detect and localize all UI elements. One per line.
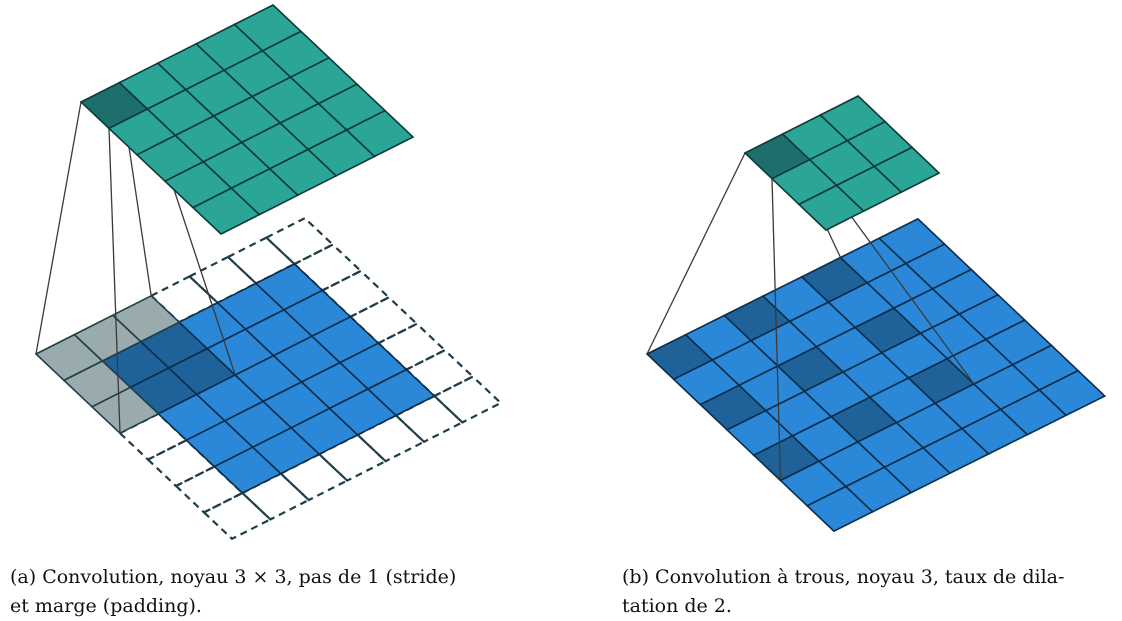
caption-b-line-2: tation de 2. (622, 595, 732, 617)
projection-line (35, 101, 82, 355)
panel-a-standard-convolution (34, 4, 503, 541)
padding-cell (146, 438, 217, 488)
caption-a-line-1: (a) Convolution, noyau 3 × 3, pas de 1 (… (10, 566, 457, 588)
caption-a-line-2: et marge (padding). (10, 595, 202, 617)
padding-cell (226, 236, 297, 285)
projection-line (646, 152, 746, 355)
padding-cell (264, 216, 335, 266)
padding-cell-in-kernel (111, 294, 181, 343)
output-cell (345, 109, 415, 158)
panel-b-dilated-convolution (645, 95, 1107, 533)
padding-cell (202, 491, 273, 541)
projection-line (108, 128, 121, 434)
input-cell (366, 368, 436, 417)
caption-b-line-1: (b) Convolution à trous, noyau 3, taux d… (622, 566, 1065, 588)
padding-cell (174, 465, 245, 514)
caption-b: (b) Convolution à trous, noyau 3, taux d… (622, 563, 1112, 621)
input-cell (1038, 369, 1107, 417)
padding-cell-in-kernel (90, 386, 160, 435)
projection-line (771, 178, 782, 481)
output-cell (873, 146, 941, 194)
padding-cell (432, 375, 503, 424)
caption-a: (a) Convolution, noyau 3 × 3, pas de 1 (… (10, 563, 550, 621)
